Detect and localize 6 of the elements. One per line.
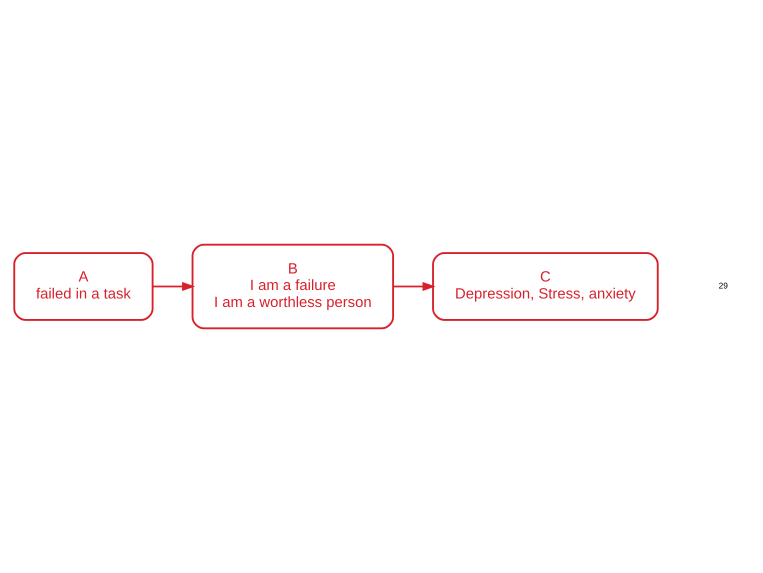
arrow: [393, 282, 436, 292]
node-box: B I am a failure I am a worthless person: [192, 244, 394, 330]
arrow: [152, 282, 196, 292]
label: 29: [718, 280, 728, 291]
node-box: A failed in a task: [13, 252, 154, 321]
node-box: C Depression, Stress, anxiety: [432, 252, 659, 321]
